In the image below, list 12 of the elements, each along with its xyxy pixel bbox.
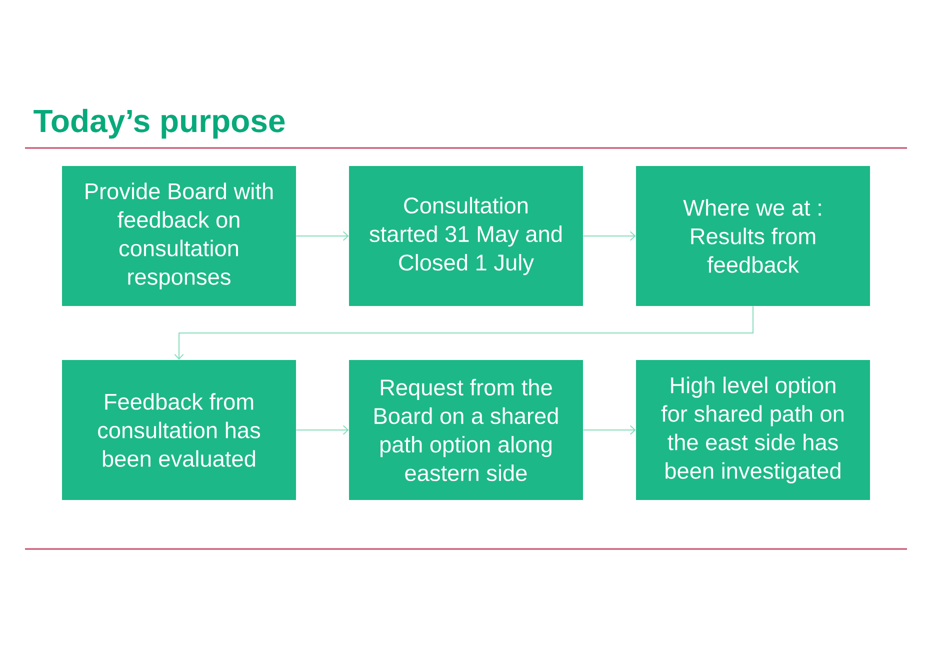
arrow [582, 231, 636, 241]
arrow [296, 231, 349, 241]
process-box: Consultation started 31 May and Closed 1 July [349, 166, 583, 306]
process-box: Provide Board with feedback on consultation responses [62, 166, 296, 306]
title: Today’s purpose [34, 108, 285, 139]
process-box: Feedback from consultation has been evaluated [62, 360, 296, 500]
process-box: Request from the Board on a shared path option along eastern side [349, 360, 583, 500]
process-box: Where we at : Results from feedback [636, 166, 870, 306]
process-box: High level option for shared path on the east side has been investigated [636, 360, 870, 500]
arrow [296, 425, 349, 435]
arrow [174, 306, 754, 360]
arrow [582, 425, 636, 435]
